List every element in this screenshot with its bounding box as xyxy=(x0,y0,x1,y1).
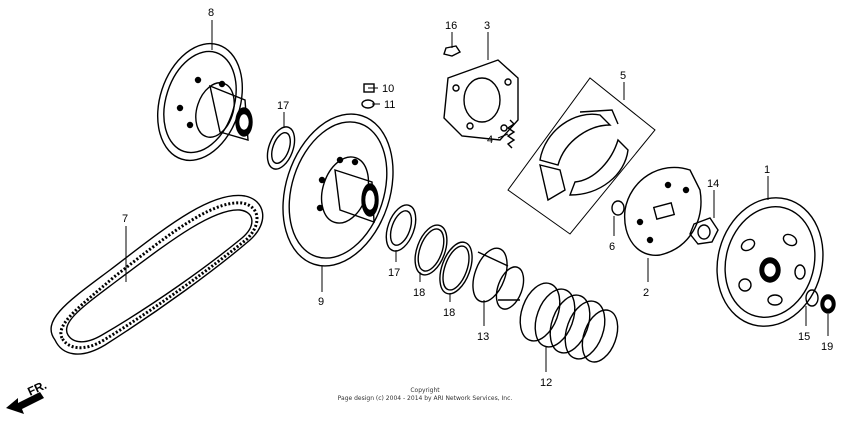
copyright-line-2: Page design (c) 2004 - 2014 by ARI Netwo… xyxy=(338,395,513,402)
part-6-nut[interactable] xyxy=(611,200,625,216)
callout-17-upper: 17 xyxy=(277,100,289,112)
part-17-washer-lower[interactable] xyxy=(381,201,422,255)
part-14-nut[interactable] xyxy=(689,217,719,245)
callout-10: 10 xyxy=(382,83,394,95)
part-9-movable-face[interactable] xyxy=(264,100,411,281)
part-16-nut[interactable] xyxy=(443,45,462,57)
arrow-left-icon xyxy=(6,392,44,414)
callout-17-lower: 17 xyxy=(388,267,400,279)
callout-14: 14 xyxy=(707,178,719,190)
callout-labels: 8 16 3 10 11 17 5 4 1 14 6 2 7 9 17 18 1… xyxy=(122,7,833,389)
callout-4: 4 xyxy=(487,134,493,146)
part-8-face[interactable] xyxy=(143,33,256,172)
part-7-belt[interactable] xyxy=(50,194,264,355)
callout-3: 3 xyxy=(484,20,490,32)
part-13-collar[interactable] xyxy=(466,244,528,313)
callout-15: 15 xyxy=(798,331,810,343)
callout-8: 8 xyxy=(208,7,214,19)
callout-7: 7 xyxy=(122,213,128,225)
callout-19: 19 xyxy=(821,341,833,353)
callout-5: 5 xyxy=(620,70,626,82)
part-4-spring[interactable] xyxy=(506,119,516,149)
callout-16: 16 xyxy=(445,20,457,32)
part-17-washer-upper[interactable] xyxy=(262,123,300,173)
leader-lines xyxy=(125,20,829,372)
copyright-line-1: Copyright xyxy=(410,387,440,394)
callout-18-b: 18 xyxy=(443,307,455,319)
callout-11: 11 xyxy=(384,99,395,111)
callout-18-a: 18 xyxy=(413,287,425,299)
part-1-clutch-outer[interactable] xyxy=(703,186,837,338)
part-18-ring-a[interactable] xyxy=(409,221,453,279)
part-3-plate[interactable] xyxy=(443,59,519,141)
callout-13: 13 xyxy=(477,331,489,343)
part-18-ring-b[interactable] xyxy=(434,238,479,298)
front-direction-indicator: FR. xyxy=(6,378,49,414)
front-label: FR. xyxy=(25,378,48,399)
callout-2: 2 xyxy=(643,287,649,299)
part-5-clutch-shoes[interactable] xyxy=(507,77,656,235)
callout-6: 6 xyxy=(609,241,615,253)
part-19-nut[interactable] xyxy=(820,294,836,314)
callout-9: 9 xyxy=(318,296,324,308)
callout-12: 12 xyxy=(540,377,552,389)
copyright-block: Copyright Page design (c) 2004 - 2014 by… xyxy=(338,387,513,402)
part-15-washer[interactable] xyxy=(805,289,819,307)
callout-1: 1 xyxy=(764,164,770,176)
part-12-spring[interactable] xyxy=(513,278,624,367)
part-2-clutch-plate[interactable] xyxy=(623,166,702,256)
